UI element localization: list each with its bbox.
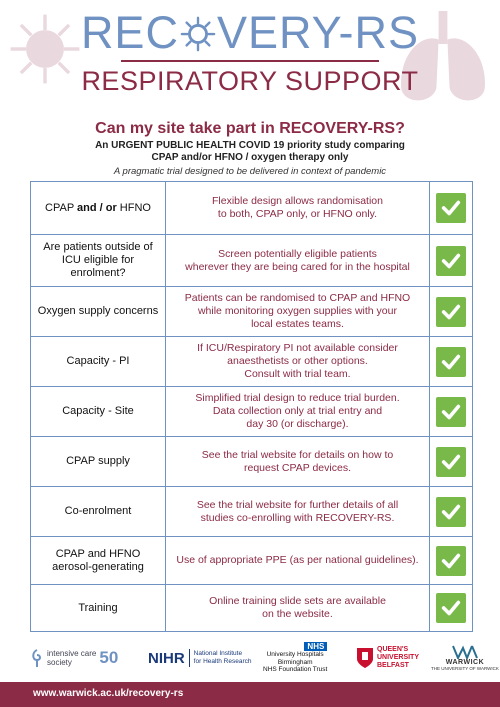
question-text: CPAP [45,201,78,214]
checkmark-icon [436,346,466,377]
checkmark-icon [436,593,466,623]
nihr-line2: for Health Research [193,658,252,665]
row-answer: See the trial website for further detail… [166,487,430,536]
table-row: Oxygen supply concerns Patients can be r… [31,286,472,336]
row-answer: Use of appropriate PPE (as per national … [166,537,430,584]
warwick-tagline: THE UNIVERSITY OF WARWICK [431,666,499,671]
ics-swirl-icon [32,649,41,667]
table-row: Co-enrolment See the trial website for f… [31,486,472,536]
footer-bar: www.warwick.ac.uk/recovery-rs [0,682,500,707]
tagline: A pragmatic trial designed to be deliver… [113,166,387,177]
study-description-line1: An URGENT PUBLIC HEALTH COVID 19 priorit… [95,140,405,151]
warwick-name: WARWICK [445,659,485,666]
qub-crest-icon [357,648,373,668]
row-question: Training [31,585,166,631]
row-answer: See the trial website for details on how… [166,437,430,486]
study-description: An URGENT PUBLIC HEALTH COVID 19 priorit… [0,140,500,164]
row-answer: Screen potentially eligible patients whe… [166,235,430,286]
ics-anniversary-badge: 50 [99,648,119,667]
row-answer: Simplified trial design to reduce trial … [166,387,430,436]
row-check [430,287,472,336]
table-row: Capacity - PI If ICU/Respiratory PI not … [31,336,472,386]
checkmark-icon [436,193,466,223]
row-question: CPAP supply [31,437,166,486]
question-emphasis: and / or [77,201,117,214]
checkmark-icon [436,446,466,477]
qub-line3: BELFAST [377,662,409,669]
warwick-mark-icon [452,645,478,659]
row-question: Are patients outside of ICU eligible for… [31,235,166,286]
nhs-line3: NHS Foundation Trust [263,666,328,674]
header: REC VERY-RS RESPIRATORY SUPPORT [0,8,500,97]
virus-decoration-icon [10,14,80,84]
checkmark-icon [436,396,466,427]
ics-line1: intensive care [47,649,97,658]
row-check [430,437,472,486]
row-check [430,337,472,386]
row-answer: Flexible design allows randomisation to … [166,182,430,234]
row-question: Co-enrolment [31,487,166,536]
row-question: CPAP and / or HFNO [31,182,166,234]
lungs-decoration-icon [401,11,485,101]
row-check [430,235,472,286]
nihr-divider [188,649,190,667]
row-question: CPAP and HFNO aerosol-generating [31,537,166,584]
row-check [430,387,472,436]
nhs-badge: NHS [304,642,328,652]
nihr-line1: National Institute [193,650,243,657]
row-question: Capacity - Site [31,387,166,436]
page-headline: Can my site take part in RECOVERY-RS? [95,120,405,137]
row-check [430,585,472,631]
warwick-logo[interactable]: WARWICK THE UNIVERSITY OF WARWICK [431,638,499,678]
checkmark-icon [436,296,466,327]
logo-title-part1: REC [80,7,179,58]
qub-line2: UNIVERSITY [377,654,420,661]
row-check [430,182,472,234]
row-check [430,537,472,584]
logo-subtitle: RESPIRATORY SUPPORT [81,66,419,96]
logo-title-part2: VERY-RS [216,7,420,58]
ics-line2: society [47,658,72,667]
qub-line1: QUEEN'S [377,646,409,653]
nhs-line2: Birmingham [277,658,313,666]
logo-divider [121,60,379,62]
checkmark-icon [436,496,466,527]
row-answer: Online training slide sets are available… [166,585,430,631]
row-answer: Patients can be randomised to CPAP and H… [166,287,430,336]
row-question: Oxygen supply concerns [31,287,166,336]
nihr-mark: NIHR [148,649,185,667]
table-row: Capacity - Site Simplified trial design … [31,386,472,436]
row-answer: If ICU/Respiratory PI not available cons… [166,337,430,386]
study-description-line2: CPAP and/or HFNO / oxygen therapy only [151,152,349,163]
question-text: HFNO [116,201,151,214]
recovery-rs-logo: REC VERY-RS [0,8,500,58]
virus-o-icon [180,16,216,52]
table-row: CPAP and HFNO aerosol-generating Use of … [31,536,472,584]
checkmark-icon [436,245,466,276]
checkmark-icon [436,545,466,576]
table-row: Are patients outside of ICU eligible for… [31,234,472,286]
table-row: CPAP and / or HFNO Flexible design allow… [31,182,472,234]
row-question: Capacity - PI [31,337,166,386]
nhs-line1: University Hospitals [266,651,324,659]
faq-table: CPAP and / or HFNO Flexible design allow… [30,181,473,632]
row-check [430,487,472,536]
table-row: Training Online training slide sets are … [31,584,472,631]
website-link[interactable]: www.warwick.ac.uk/recovery-rs [33,688,184,699]
table-row: CPAP supply See the trial website for de… [31,436,472,486]
